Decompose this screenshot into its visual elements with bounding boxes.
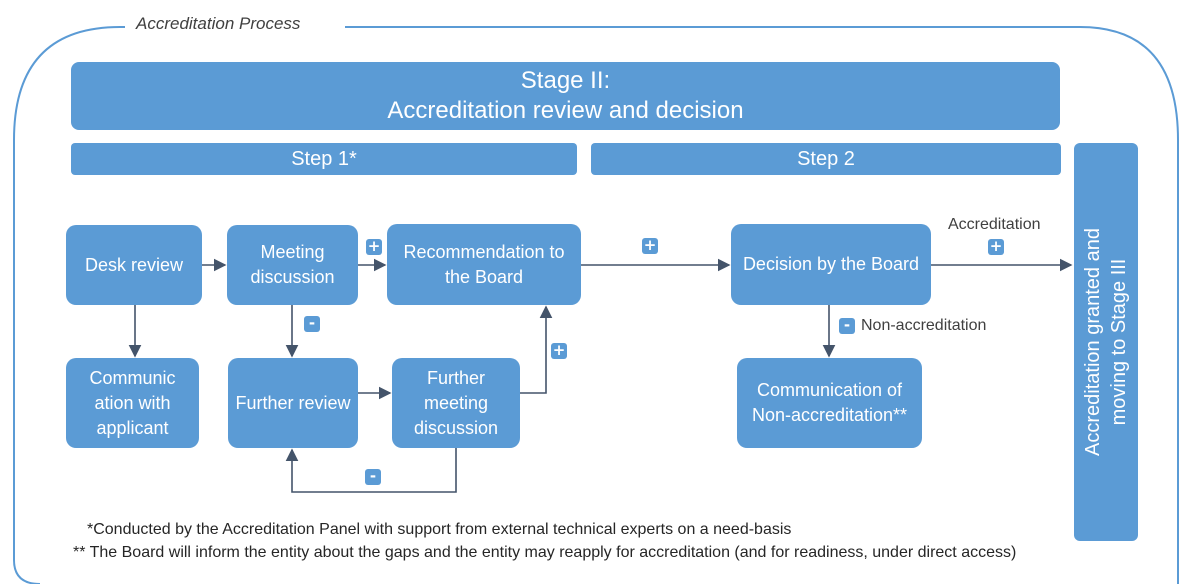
- further-meeting-box: Further meeting discussion: [392, 358, 520, 448]
- accreditation-label: Accreditation: [948, 216, 1041, 233]
- step-1-bar: Step 1*: [71, 143, 577, 175]
- stage-title: Stage II:: [520, 67, 611, 94]
- decision-box: Decision by the Board: [731, 224, 931, 305]
- plus-icon: +: [551, 341, 567, 359]
- recommendation-box: Recommendation to the Board: [387, 224, 581, 305]
- plus-icon: +: [642, 236, 658, 254]
- further-review-box: Further review: [228, 358, 358, 448]
- meeting-discussion-box: Meeting discussion: [227, 225, 358, 305]
- arrow-further-meeting-to-recommendation: [520, 305, 553, 394]
- frame-title: Accreditation Process: [128, 14, 309, 34]
- minus-icon: -: [365, 469, 381, 485]
- desk-review-box: Desk review: [66, 225, 202, 305]
- step-2-bar: Step 2: [591, 143, 1061, 175]
- communication-applicant-box: Communic ation with applicant: [66, 358, 199, 448]
- footnote-1: *Conducted by the Accreditation Panel wi…: [87, 521, 792, 538]
- stage-header: Stage II: Accreditation review and decis…: [71, 62, 1060, 130]
- plus-icon: +: [366, 237, 382, 255]
- plus-icon: +: [988, 237, 1004, 255]
- arrow-further-meeting-back: [285, 448, 457, 493]
- stage-subtitle: Accreditation review and decision: [387, 97, 744, 124]
- minus-icon: -: [839, 318, 855, 334]
- minus-icon: -: [304, 316, 320, 332]
- accreditation-granted-bar: Accreditation granted and moving to Stag…: [1074, 143, 1138, 541]
- footnote-2: ** The Board will inform the entity abou…: [73, 544, 1017, 561]
- communication-non-accreditation-box: Communication of Non-accreditation**: [737, 358, 922, 448]
- non-accreditation-label: Non-accreditation: [861, 317, 987, 334]
